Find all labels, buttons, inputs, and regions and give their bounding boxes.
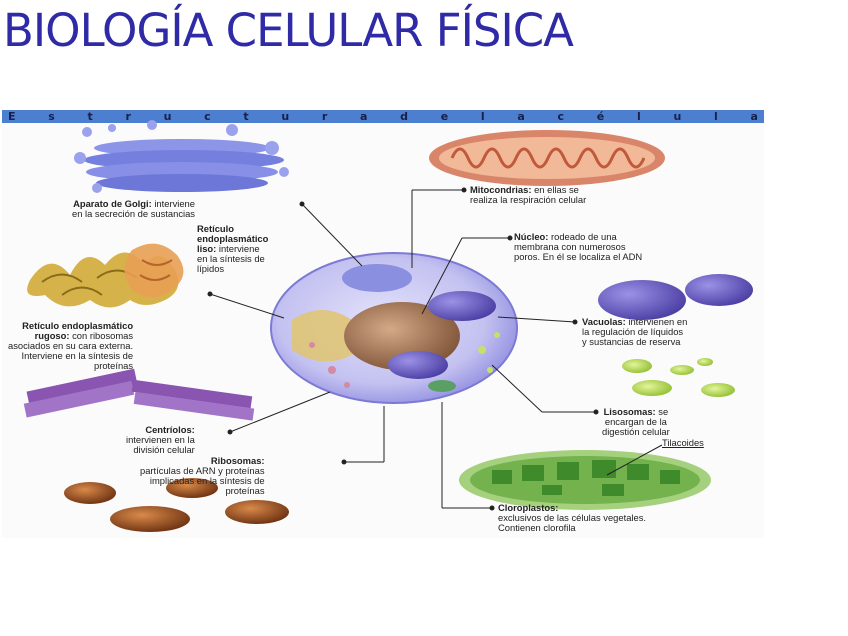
label-ribosomes: Ribosomas: partículas de ARN y proteínas… — [140, 455, 265, 496]
label-rough-er: Retículo endoplasmático rugoso: con ribo… — [8, 320, 134, 371]
vacuoles-drawing — [598, 274, 753, 320]
label-thylakoids: Tilacoides — [662, 437, 704, 448]
label-golgi: Aparato de Golgi: interviene en la secre… — [72, 198, 195, 219]
label-vacuoles: Vacuolas: intervienen en la regulación d… — [582, 316, 688, 347]
label-chloroplasts: Cloroplastos: exclusivos de las células … — [498, 502, 646, 533]
label-centrioles: Centríolos: intervienen en la división c… — [126, 424, 195, 455]
mitochondria-drawing — [429, 130, 665, 186]
label-smooth-er: Retículo endoplasmático liso: interviene… — [197, 223, 269, 274]
centrioles-drawing — [23, 368, 255, 421]
lysosomes-drawing — [622, 358, 735, 397]
slide-title: BIOLOGÍA CELULAR FÍSICA — [3, 4, 574, 57]
label-lysosomes: Lisosomas: se encargan de la digestión c… — [602, 406, 670, 437]
chloroplast-drawing — [459, 450, 711, 510]
label-nucleus: Núcleo: rodeado de una membrana con nume… — [514, 231, 643, 262]
animal-cell-drawing — [270, 252, 518, 404]
label-mitochondria: Mitocondrias: en ellas se realiza la res… — [470, 184, 587, 205]
rough-er-drawing — [27, 243, 184, 308]
leader-lines — [207, 187, 663, 511]
golgi-apparatus-drawing — [74, 120, 289, 193]
ribosomes-drawing — [64, 478, 289, 532]
cell-illustration — [23, 120, 753, 532]
